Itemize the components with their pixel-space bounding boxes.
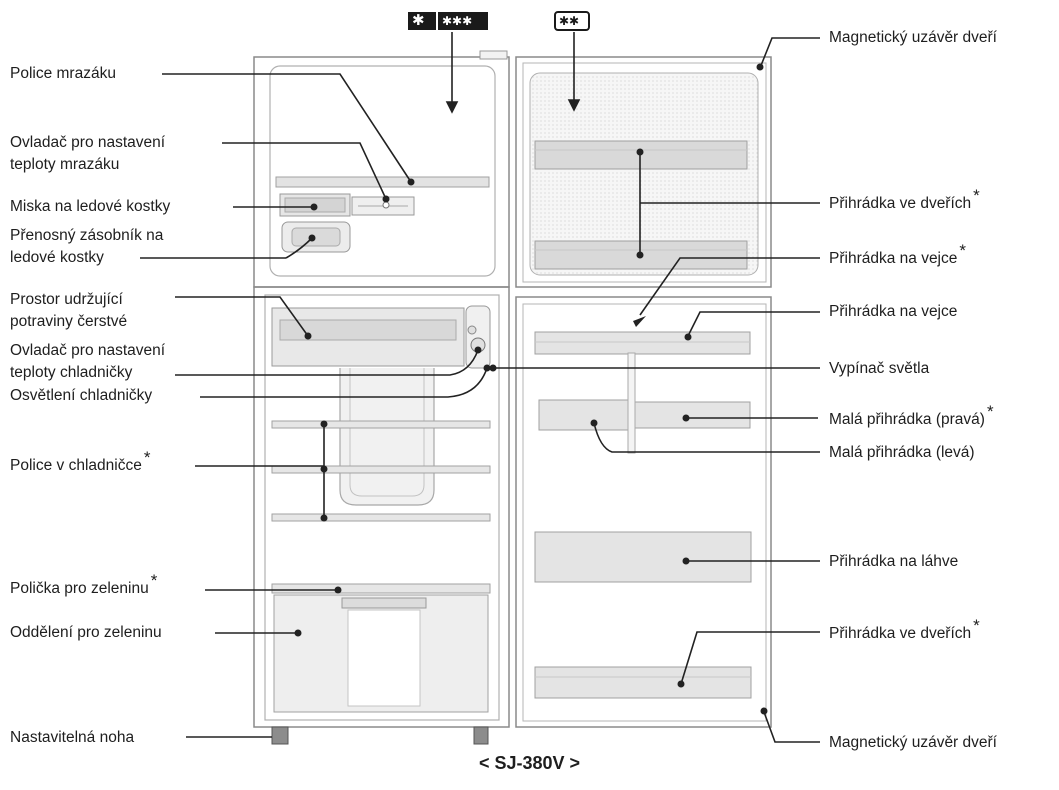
freezer-star-badge-left <box>408 12 488 30</box>
asterisk: * <box>973 616 980 635</box>
air-duct <box>339 368 435 506</box>
model-caption: < SJ-380V > <box>478 753 581 773</box>
freezer-door-panel <box>529 72 759 276</box>
freezer-star-double: ✱✱ <box>559 14 580 28</box>
label-light-switch: Vypínač světla <box>829 360 930 377</box>
asterisk: * <box>150 571 158 590</box>
freezer-star-single: ✱ <box>412 12 425 29</box>
asterisk: * <box>973 186 980 205</box>
cabinet-body <box>253 50 510 728</box>
freezer-temp-control <box>351 196 415 216</box>
label-freezer-temp-control-line2: teploty mrazáku <box>10 156 120 173</box>
freezer-star-badge-right <box>554 11 590 31</box>
label-egg-tray: Přihrádka na vejce <box>829 303 958 320</box>
label-small-pocket-left: Malá přihrádka (levá) <box>829 444 975 461</box>
label-small-pocket-right: Malá přihrádka (pravá)* <box>829 402 994 428</box>
label-veg-drawer: Oddělení pro zeleninu <box>10 624 162 641</box>
fridge-door-pockets <box>534 331 752 699</box>
leader-lines-left <box>140 73 488 738</box>
label-ice-box-line1: Přenosný zásobník na <box>10 227 164 244</box>
leader-dots-right <box>489 63 768 715</box>
label-freezer-temp-control-line1: Ovladač pro nastavení <box>10 134 166 151</box>
label-fridge-light: Osvětlení chladničky <box>10 387 153 404</box>
leader-dots-left <box>294 178 491 637</box>
door-body <box>515 56 772 728</box>
fresh-zone <box>271 307 465 367</box>
label-fresh-zone-line2: potraviny čerstvé <box>10 313 128 330</box>
asterisk: * <box>986 402 994 421</box>
ice-box <box>281 221 351 253</box>
label-adjustable-foot: Nastavitelná noha <box>10 729 135 746</box>
label-magnetic-seal-top: Magnetický uzávěr dveří <box>829 29 997 46</box>
label-freezer-shelf: Police mrazáku <box>10 65 116 82</box>
fridge-temp-knob <box>465 305 491 369</box>
label-veg-shelf: Polička pro zeleninu* <box>10 571 158 597</box>
label-bottle-pocket: Přihrádka na láhve <box>829 553 959 570</box>
label-door-pocket-bottom: Přihrádka ve dveřích* <box>829 616 980 642</box>
feet <box>271 726 489 745</box>
freezer-star-triple: ✱✱✱ <box>442 14 473 28</box>
label-ice-tray: Miska na ledové kostky <box>10 198 171 215</box>
label-ice-box-line2: ledové kostky <box>10 249 104 266</box>
veg-drawer <box>273 594 489 713</box>
asterisk: * <box>959 241 966 260</box>
label-egg-tray-top: Přihrádka na vejce* <box>829 241 966 267</box>
label-door-pocket-top: Přihrádka ve dveřích* <box>829 186 980 212</box>
veg-shelf <box>271 583 491 594</box>
label-fresh-zone-line1: Prostor udržující <box>10 291 123 308</box>
leader-lines-right <box>493 37 820 743</box>
label-fridge-temp-control-line2: teploty chladničky <box>10 364 133 381</box>
fridge-shelves <box>271 420 491 522</box>
label-fridge-temp-control-line1: Ovladač pro nastavení <box>10 342 166 359</box>
egg-arrow-head <box>633 316 646 327</box>
label-magnetic-seal-bottom: Magnetický uzávěr dveří <box>829 734 997 751</box>
label-fridge-shelves: Police v chladničce* <box>10 448 151 474</box>
freezer-shelf <box>275 176 490 188</box>
asterisk: * <box>143 448 151 467</box>
